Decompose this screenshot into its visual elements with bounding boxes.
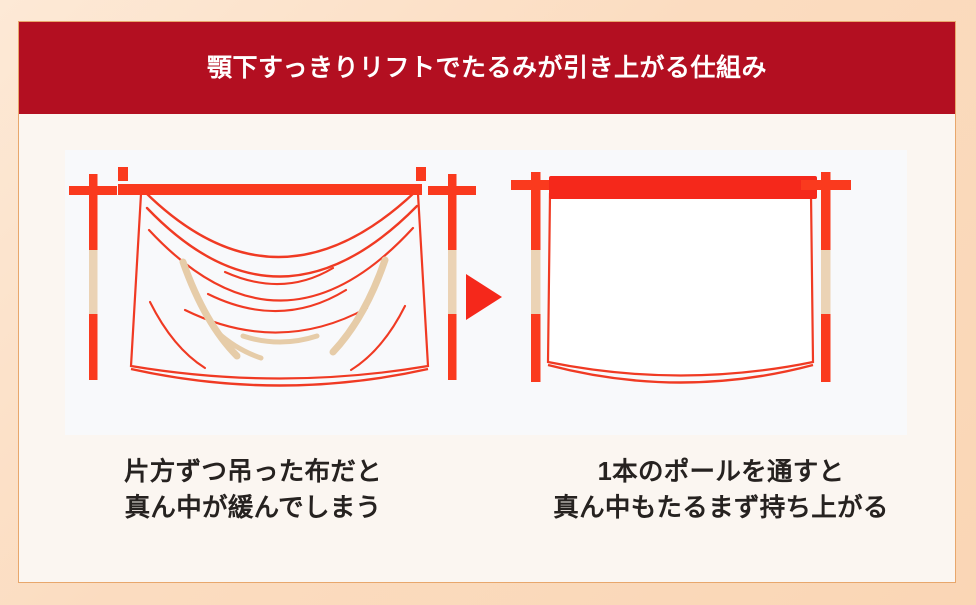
right-fabric-outline bbox=[546, 192, 815, 377]
card-body: 片方ずつ吊った布だと 真ん中が緩んでしまう 1本のポールを通すと 真ん中もたるま… bbox=[19, 114, 955, 582]
left-wrinkle-left-low bbox=[148, 300, 207, 370]
left-scene-sagging-cloth bbox=[69, 167, 476, 387]
left-tan-wrinkle-4 bbox=[329, 256, 389, 356]
page-title: 顎下すっきりリフトでたるみが引き上がる仕組み bbox=[206, 54, 767, 82]
left-fabric-bottom-hem bbox=[130, 367, 429, 387]
right-scene-left-crossbar bbox=[511, 180, 561, 190]
left-outer-post-band bbox=[89, 250, 98, 314]
left-tan-wrinkle-3 bbox=[240, 333, 320, 345]
caption-right: 1本のポールを通すと 真ん中もたるまず持ち上がる bbox=[487, 454, 955, 526]
single-thick-pole bbox=[549, 176, 817, 199]
caption-left-line2: 真ん中が緩んでしまう bbox=[124, 494, 382, 523]
caption-left: 片方ずつ吊った布だと 真ん中が緩んでしまう bbox=[19, 454, 487, 526]
left-scene-right-outer-post-band bbox=[448, 250, 457, 314]
left-wrinkle-right-low bbox=[349, 304, 407, 372]
right-triangle-arrow-icon bbox=[466, 274, 502, 320]
left-outer-post-crossbar bbox=[69, 186, 117, 195]
right-scene-taut-cloth bbox=[511, 172, 851, 384]
caption-right-line1: 1本のポールを通すと bbox=[597, 458, 845, 486]
left-tan-wrinkle-1 bbox=[179, 258, 241, 360]
right-scene-left-post-band bbox=[531, 250, 541, 314]
left-top-rail bbox=[118, 184, 422, 195]
right-fabric-bottom-hem bbox=[547, 363, 814, 384]
right-scene-right-crossbar bbox=[801, 180, 851, 190]
left-inner-arc-2 bbox=[206, 288, 348, 313]
left-scene-right-crossbar bbox=[428, 186, 476, 195]
transition-arrow bbox=[466, 274, 502, 320]
left-fabric-outline bbox=[129, 193, 430, 380]
header-bar: 顎下すっきりリフトでたるみが引き上がる仕組み bbox=[19, 22, 955, 114]
left-inner-arc-1 bbox=[223, 266, 335, 286]
left-sag-curve-1 bbox=[143, 190, 417, 259]
left-inner-post-top bbox=[118, 167, 128, 181]
content-card: 顎下すっきりリフトでたるみが引き上がる仕組み bbox=[18, 21, 956, 583]
left-scene-right-inner-post-top bbox=[416, 167, 426, 181]
left-tan-wrinkle-2 bbox=[214, 329, 264, 361]
illustration-graphic bbox=[69, 167, 851, 387]
left-sag-curve-2 bbox=[145, 204, 419, 278]
right-scene-right-post-band bbox=[821, 250, 831, 314]
caption-row: 片方ずつ吊った布だと 真ん中が緩んでしまう 1本のポールを通すと 真ん中もたるま… bbox=[19, 454, 955, 526]
caption-right-line2: 真ん中もたるまず持ち上がる bbox=[553, 494, 889, 523]
illustration-panel bbox=[65, 150, 907, 435]
caption-left-line1: 片方ずつ吊った布だと bbox=[123, 458, 382, 486]
